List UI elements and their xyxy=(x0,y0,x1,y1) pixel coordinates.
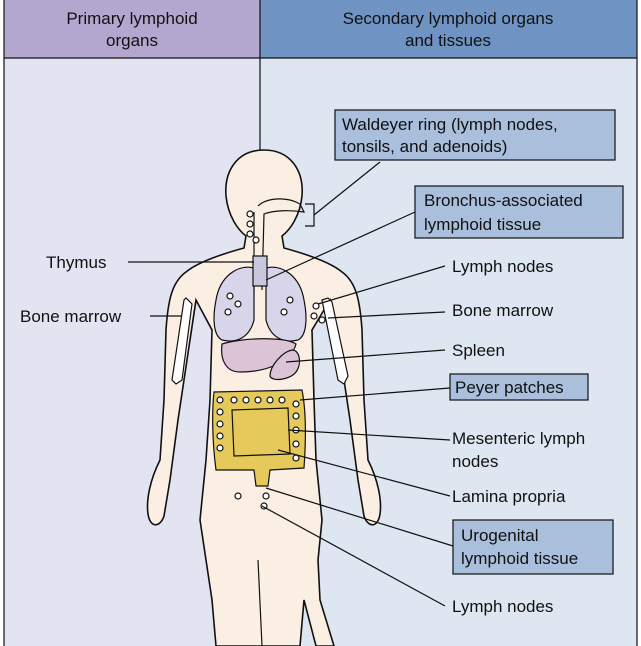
label-waldeyer-line-2: tonsils, and adenoids) xyxy=(342,137,507,156)
label-bone-marrow-right: Bone marrow xyxy=(452,301,554,320)
label-mesenteric-line-1: Mesenteric lymph xyxy=(452,429,585,448)
label-lamina-propria: Lamina propria xyxy=(452,487,566,506)
label-balt-line-1: Bronchus-associated xyxy=(424,191,583,210)
thymus-organ xyxy=(253,256,267,286)
primary-header-line-1: Primary lymphoid xyxy=(66,9,197,28)
label-mesenteric-line-2: nodes xyxy=(452,452,498,471)
label-balt-line-2: lymphoid tissue xyxy=(424,215,541,234)
label-urogenital-line-1: Urogenital xyxy=(461,526,539,545)
label-waldeyer-line-1: Waldeyer ring (lymph nodes, xyxy=(342,115,558,134)
label-peyer-patches: Peyer patches xyxy=(455,378,564,397)
label-lymph-nodes-upper: Lymph nodes xyxy=(452,257,553,276)
secondary-header-line-1: Secondary lymphoid organs xyxy=(343,9,554,28)
label-lymph-nodes-lower: Lymph nodes xyxy=(452,597,553,616)
label-thymus: Thymus xyxy=(46,253,106,272)
primary-header-line-2: organs xyxy=(106,31,158,50)
label-spleen: Spleen xyxy=(452,341,505,360)
label-bone-marrow-left: Bone marrow xyxy=(20,307,122,326)
label-urogenital-line-2: lymphoid tissue xyxy=(461,549,578,568)
secondary-header-line-2: and tissues xyxy=(405,31,491,50)
